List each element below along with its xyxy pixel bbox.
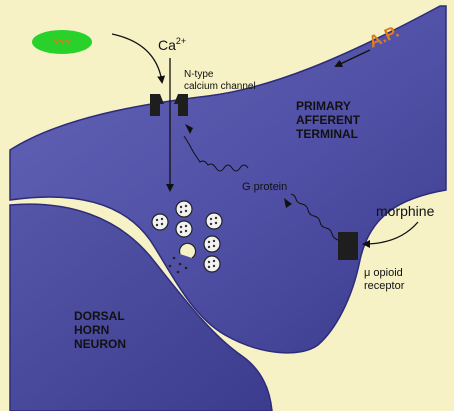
channel-label-line1: N-type bbox=[184, 69, 214, 80]
vesicle bbox=[176, 221, 192, 237]
receptor-label-line1: μ opioid bbox=[364, 267, 403, 279]
opioid-receptor bbox=[338, 232, 358, 260]
badge-text: ??? bbox=[53, 38, 71, 49]
terminal-label-line3: TERMINAL bbox=[296, 127, 358, 141]
receptor-label-line2: receptor bbox=[364, 280, 405, 292]
neuron-label-line1: DORSAL bbox=[74, 309, 125, 323]
neuron-label-line3: NEURON bbox=[74, 337, 126, 351]
vesicle bbox=[204, 256, 220, 272]
morphine-label: morphine bbox=[376, 203, 435, 219]
channel-label-line2: calcium channel bbox=[184, 81, 256, 92]
vesicle bbox=[204, 236, 220, 252]
vesicle bbox=[176, 201, 192, 217]
terminal-label-line1: PRIMARY bbox=[296, 99, 351, 113]
vesicle bbox=[206, 213, 222, 229]
terminal-label-line2: AFFERENT bbox=[296, 113, 361, 127]
g-protein-label: G protein bbox=[242, 181, 287, 193]
vesicle bbox=[152, 214, 168, 230]
neuron-label-line2: HORN bbox=[74, 323, 109, 337]
